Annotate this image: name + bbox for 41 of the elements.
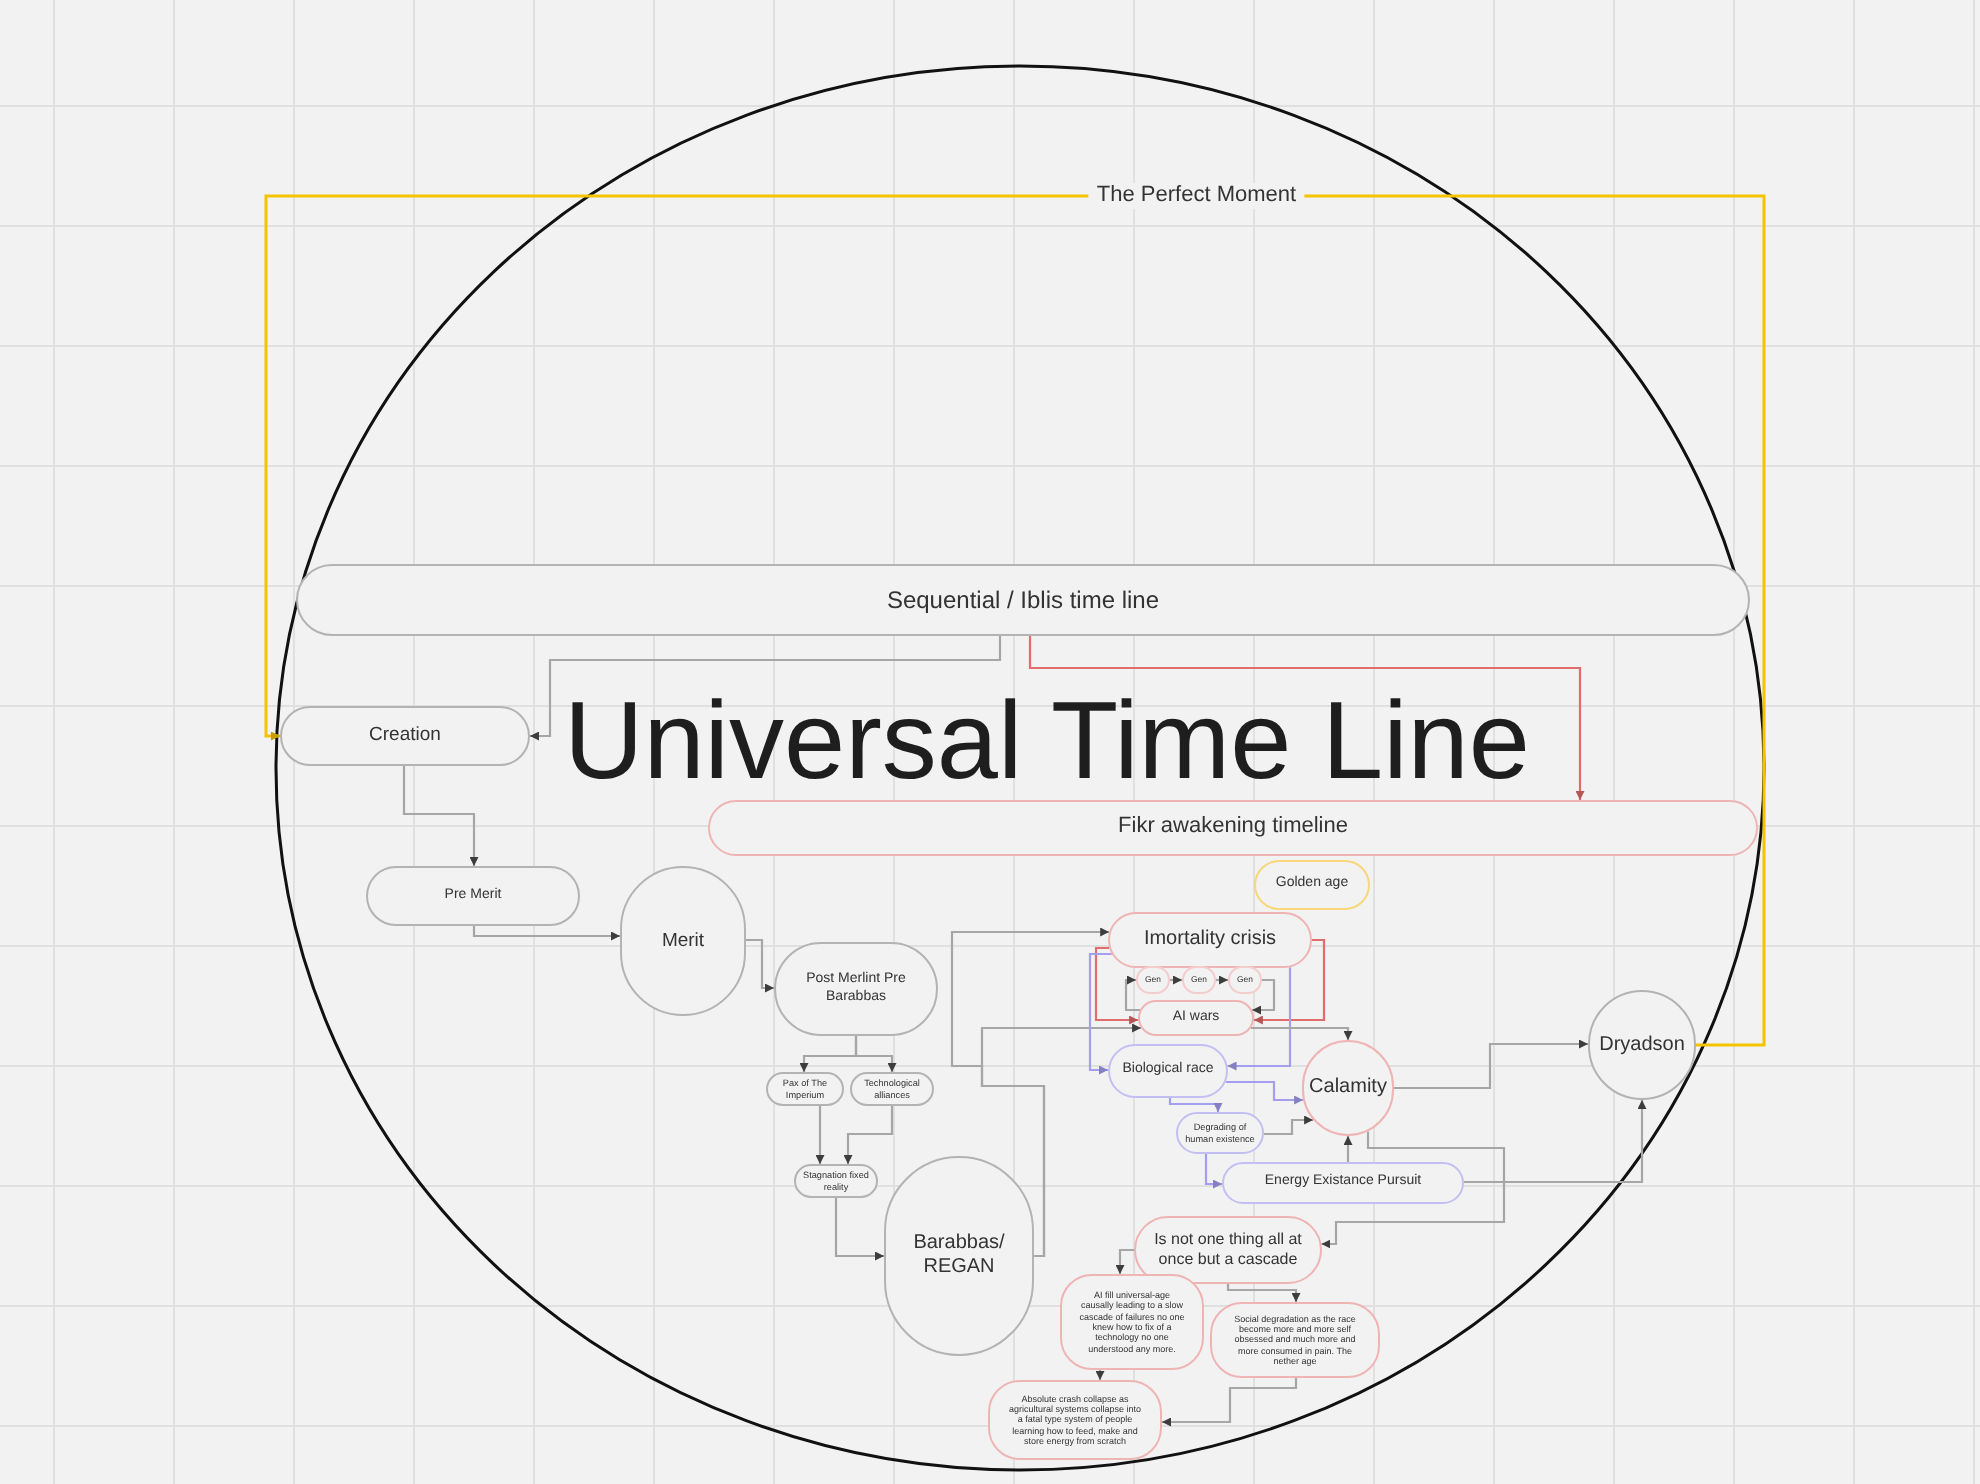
arrow <box>1321 1131 1506 1249</box>
arrow <box>1252 978 1276 1015</box>
arrow <box>1227 967 1292 1071</box>
arrow <box>472 926 620 941</box>
arrow <box>834 1198 884 1261</box>
arrow <box>1094 946 1139 1025</box>
timeline-band: Fikr awakening timeline <box>708 800 1758 856</box>
arrow <box>854 1036 897 1072</box>
arrow <box>1170 975 1182 985</box>
arrow <box>980 1023 1142 1258</box>
arrow <box>1168 1098 1223 1112</box>
arrow <box>1394 1039 1588 1090</box>
arrow <box>402 766 479 866</box>
diagram-title: Universal Time Line <box>564 686 1530 796</box>
arrow <box>1464 1100 1647 1184</box>
arrow <box>1124 975 1140 1012</box>
arrow <box>746 938 774 993</box>
arrow <box>1095 1370 1105 1380</box>
arrow <box>1250 1026 1353 1040</box>
event-circle: Calamity <box>1302 1040 1394 1136</box>
event-pill: Creation <box>280 706 530 766</box>
event-circle: Dryadson <box>1588 990 1696 1100</box>
arrow <box>843 1106 894 1164</box>
arrow <box>1343 1136 1353 1162</box>
arrow <box>1162 1378 1298 1427</box>
event-pill: Imortality crisis <box>1108 912 1312 968</box>
arrow <box>1264 1115 1314 1136</box>
arrow <box>1216 975 1228 985</box>
arrow <box>1225 1080 1304 1105</box>
arrow <box>815 1106 825 1164</box>
edge-label: The Perfect Moment <box>1088 183 1305 209</box>
arrow <box>264 194 1766 1047</box>
event-pill: Is not one thing all at once but a cascade <box>1134 1216 1322 1284</box>
arrow <box>1115 1248 1134 1274</box>
timeline-band: Sequential / Iblis time line <box>296 564 1750 636</box>
arrow <box>1088 952 1112 1075</box>
arrow <box>1253 938 1326 1025</box>
arrow <box>1226 1284 1301 1302</box>
arrow <box>530 636 1002 741</box>
arrow <box>1028 636 1585 800</box>
arrow <box>1204 1154 1222 1189</box>
